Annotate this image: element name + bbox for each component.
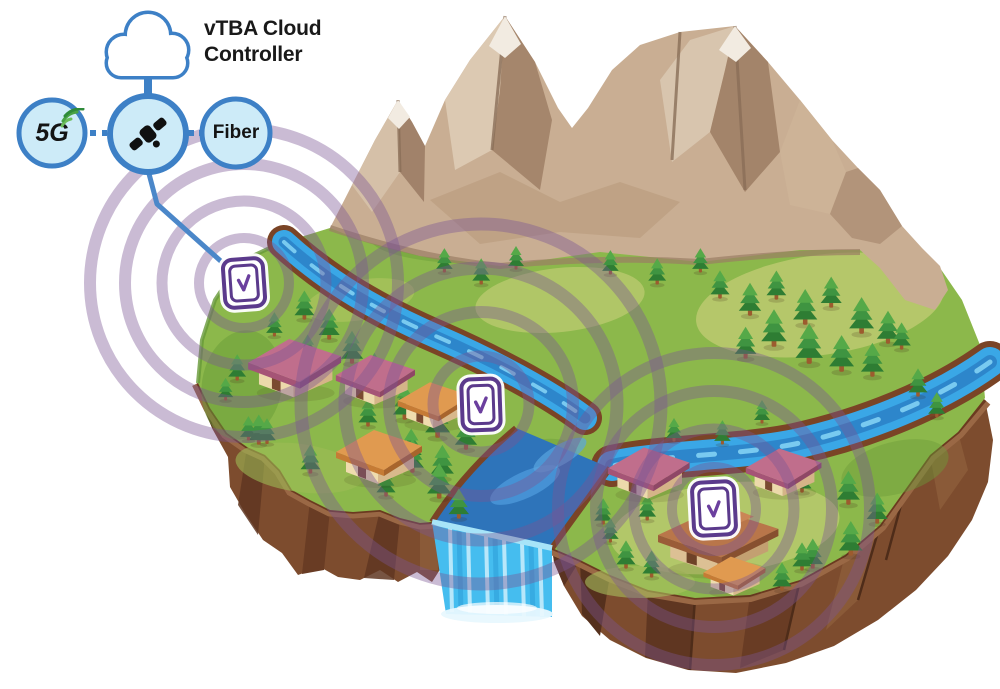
access-point-frame bbox=[696, 486, 732, 531]
ap-v-logo-icon bbox=[706, 499, 721, 517]
fiber-label-text: Fiber bbox=[212, 122, 260, 143]
uplink-label-5g: 5G bbox=[19, 100, 85, 166]
river-basin bbox=[429, 425, 613, 550]
satellite-icon bbox=[129, 117, 167, 151]
5g-signal-icon bbox=[60, 107, 85, 127]
access-point-3 bbox=[689, 478, 739, 539]
access-point-frame bbox=[466, 383, 496, 426]
uplink-node-5g bbox=[16, 97, 88, 169]
ap-v-logo-icon bbox=[473, 395, 488, 413]
controller-title: vTBA Cloud Controller bbox=[204, 17, 322, 67]
access-point-1 bbox=[220, 255, 268, 311]
access-point-2 bbox=[459, 376, 503, 433]
river-northwest bbox=[267, 225, 602, 435]
mountains bbox=[329, 15, 948, 310]
cloud-icon bbox=[104, 10, 191, 80]
signal-rings-ap2 bbox=[294, 217, 668, 591]
waterfall bbox=[431, 519, 553, 623]
uplink-node-satellite bbox=[107, 93, 189, 175]
uplink-node-fiber bbox=[199, 96, 273, 170]
access-point-frame bbox=[227, 262, 261, 304]
signal-rings-ap3 bbox=[552, 347, 876, 671]
ap-v-logo-icon bbox=[236, 274, 251, 292]
uplink-label-fiber: Fiber bbox=[202, 100, 270, 166]
